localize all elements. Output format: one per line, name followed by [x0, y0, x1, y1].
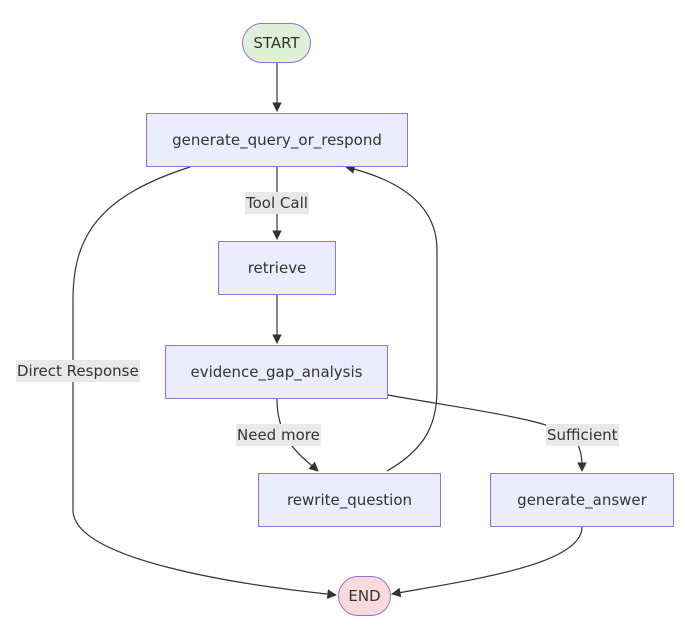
edge-label-need-more: Need more: [236, 424, 321, 446]
edge-answer-to-end: [391, 526, 583, 598]
edge-rewrite-to-generate: [345, 164, 438, 472]
edge-generate-to-end: [72, 166, 337, 599]
evidence-gap-analysis-node: evidence_gap_analysis: [165, 345, 388, 399]
end-node: END: [338, 576, 391, 616]
edge-label-sufficient: Sufficient: [546, 424, 619, 446]
generate-query-or-respond-node: generate_query_or_respond: [146, 113, 408, 167]
retrieve-node: retrieve: [218, 241, 336, 295]
rewrite-question-node: rewrite_question: [258, 473, 441, 527]
edge-label-tool-call: Tool Call: [245, 192, 309, 214]
edge-label-direct-response: Direct Response: [16, 360, 140, 382]
start-node: START: [242, 23, 311, 63]
generate-answer-node: generate_answer: [490, 473, 674, 527]
